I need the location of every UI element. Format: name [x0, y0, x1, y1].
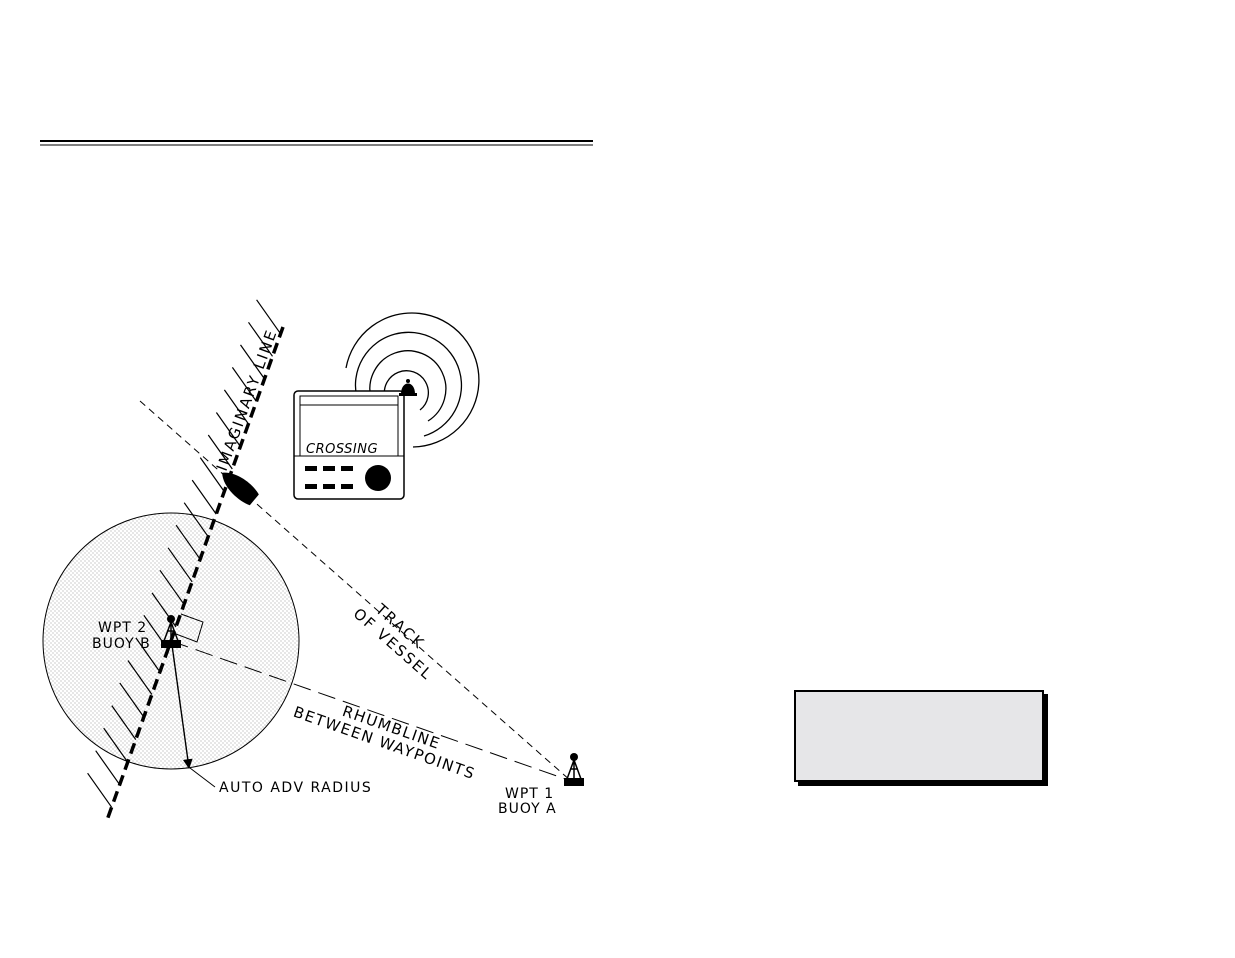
wpt2-label-line1: WPT 2: [98, 620, 147, 636]
hatch-mark: [231, 367, 257, 402]
buoy-icon: [161, 615, 181, 648]
hatch-mark: [111, 705, 137, 740]
hatch-mark: [175, 524, 201, 560]
hatch-mark: [199, 457, 225, 492]
rhumbline-label: RHUMBLINE BETWEEN WAYPOINTS: [291, 702, 478, 783]
hatch-mark: [256, 299, 282, 335]
radius-arrow: [171, 644, 193, 769]
wpt2-label-line2: BUOY B: [92, 636, 151, 652]
display-screen-text: CROSSING: [306, 442, 378, 457]
hatch-mark: [215, 412, 241, 447]
imaginary-line-label: IMAGINARY LINE: [213, 326, 281, 473]
rhumbline: [170, 640, 572, 782]
hatch-mark: [95, 750, 121, 786]
right-angle-marker: [175, 613, 204, 643]
boat-icon: [222, 472, 259, 506]
wpt1-label-line1: WPT 1: [505, 786, 554, 802]
hatch-mark: [127, 660, 153, 695]
hatch-mark: [167, 547, 193, 583]
imaginary-line: [104, 326, 285, 824]
wpt1-label-line2: BUOY A: [498, 801, 557, 817]
hatch-mark: [103, 727, 129, 763]
hatch-mark: [223, 389, 249, 425]
hatch-marks: [87, 299, 282, 808]
track-label: TRACK OF VESSEL: [350, 600, 437, 684]
alarm-waves-icon: [345, 312, 480, 448]
hatch-mark: [119, 682, 145, 718]
buoy-icon: [564, 753, 584, 786]
hatch-mark: [240, 344, 265, 380]
hatch-mark: [135, 637, 161, 673]
display-knob: [365, 465, 391, 491]
hatch-mark: [248, 321, 273, 357]
note-box: [794, 690, 1044, 782]
hatch-mark: [183, 502, 209, 538]
hatch-mark: [87, 772, 113, 808]
hatch-mark: [207, 434, 233, 470]
header-rule: [40, 140, 593, 146]
auto-adv-radius-label: AUTO ADV RADIUS: [219, 780, 372, 796]
hatch-mark: [191, 479, 217, 515]
hatch-mark: [159, 569, 185, 605]
radius-leader: [189, 767, 216, 788]
bell-icon: [399, 379, 417, 396]
display-unit-icon: CROSSING: [293, 390, 405, 500]
